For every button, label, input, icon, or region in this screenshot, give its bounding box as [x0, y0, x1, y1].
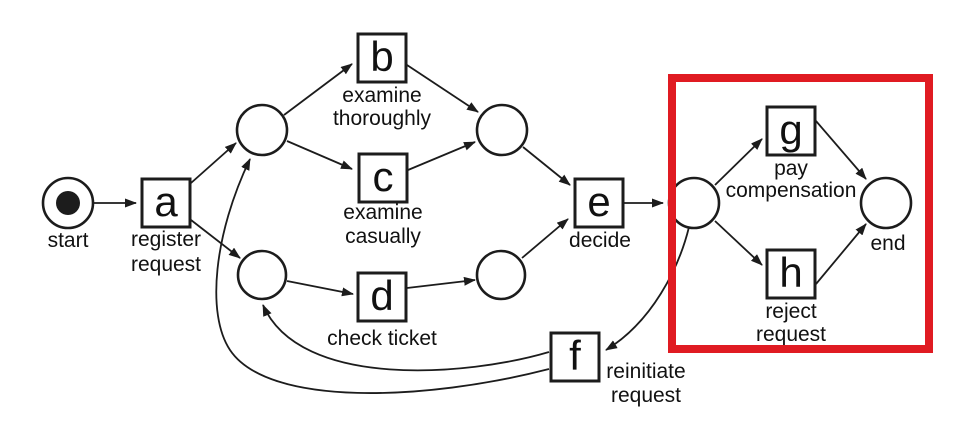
- arc-b-c3: [406, 64, 479, 113]
- transition-box-g: [765, 105, 817, 157]
- arc-c5-h: [714, 220, 763, 266]
- place-c4: [475, 249, 527, 301]
- place-circle-c2: [236, 249, 288, 301]
- place-c3: [475, 103, 529, 157]
- arc-c5-f: [605, 226, 690, 351]
- transition-box-a: [140, 177, 192, 229]
- label-a-line1: register: [131, 228, 201, 251]
- label-d-line1: check ticket: [327, 327, 437, 350]
- arc-a-c1: [190, 142, 237, 184]
- transition-letter-e: e: [587, 178, 610, 225]
- arc-c5-g: [714, 138, 763, 186]
- place-circle-end: [859, 176, 913, 230]
- transition-box-b: [356, 32, 408, 84]
- transition-box-d: [356, 271, 408, 323]
- transition-d: d check ticket: [327, 271, 437, 350]
- place-c1: [235, 103, 289, 157]
- label-f-line1: reinitiate: [606, 360, 685, 383]
- label-f-line2: request: [611, 384, 681, 407]
- label-g-line1: pay: [774, 157, 808, 180]
- arc-g-end: [815, 120, 867, 180]
- label-b-line1: examine: [342, 84, 421, 107]
- token-dot-start: [56, 191, 80, 215]
- transition-e: e decide: [569, 177, 631, 252]
- transition-letter-g: g: [779, 106, 802, 153]
- arc-a-c2: [190, 219, 241, 259]
- transition-letter-d: d: [370, 272, 393, 319]
- transition-box-e: [573, 177, 625, 229]
- label-e-line1: decide: [569, 229, 631, 252]
- place-end: end: [859, 176, 913, 255]
- arc-f-c1: [215, 158, 550, 394]
- transition-letter-c: c: [373, 153, 394, 200]
- label-start-line1: start: [48, 229, 89, 252]
- label-g-line2: compensation: [726, 179, 857, 202]
- arc-c2-d: [286, 280, 354, 297]
- label-h-line1: reject: [765, 300, 817, 323]
- arc-f-c2: [262, 304, 550, 372]
- transition-box-f: [549, 331, 601, 383]
- arc-h-end: [815, 223, 867, 285]
- label-end-line1: end: [870, 232, 905, 255]
- transition-letter-h: h: [779, 249, 802, 296]
- label-h-line2: request: [756, 323, 826, 346]
- arc-d-c4: [406, 276, 476, 289]
- places-layer: start end: [41, 103, 913, 301]
- place-circle-c1: [235, 103, 289, 157]
- place-c5: [667, 176, 721, 230]
- label-c-line2: casually: [345, 225, 421, 248]
- place-circle-c5: [667, 176, 721, 230]
- transition-letter-f: f: [569, 332, 581, 379]
- arc-c1-b: [283, 63, 353, 116]
- transition-letter-b: b: [370, 33, 393, 80]
- transition-letter-a: a: [154, 178, 178, 225]
- place-start: start: [41, 176, 95, 252]
- transitions-layer: aregisterrequestbexaminethoroughlycexami…: [131, 32, 857, 407]
- transition-box-h: [765, 248, 817, 300]
- arc-c3-e: [522, 146, 571, 186]
- arc-c4-e: [521, 218, 569, 259]
- place-circle-c3: [475, 103, 529, 157]
- arc-c-c3: [407, 141, 476, 171]
- highlight-box: [668, 74, 933, 353]
- transition-box-c: [357, 152, 409, 204]
- label-c-line1: examine: [343, 201, 422, 224]
- place-c2: [236, 249, 288, 301]
- place-circle-c4: [475, 249, 527, 301]
- arcs-layer: [94, 63, 867, 394]
- label-b-line2: thoroughly: [333, 107, 432, 130]
- label-a-line2: request: [131, 253, 201, 276]
- arc-c1-c: [286, 140, 353, 170]
